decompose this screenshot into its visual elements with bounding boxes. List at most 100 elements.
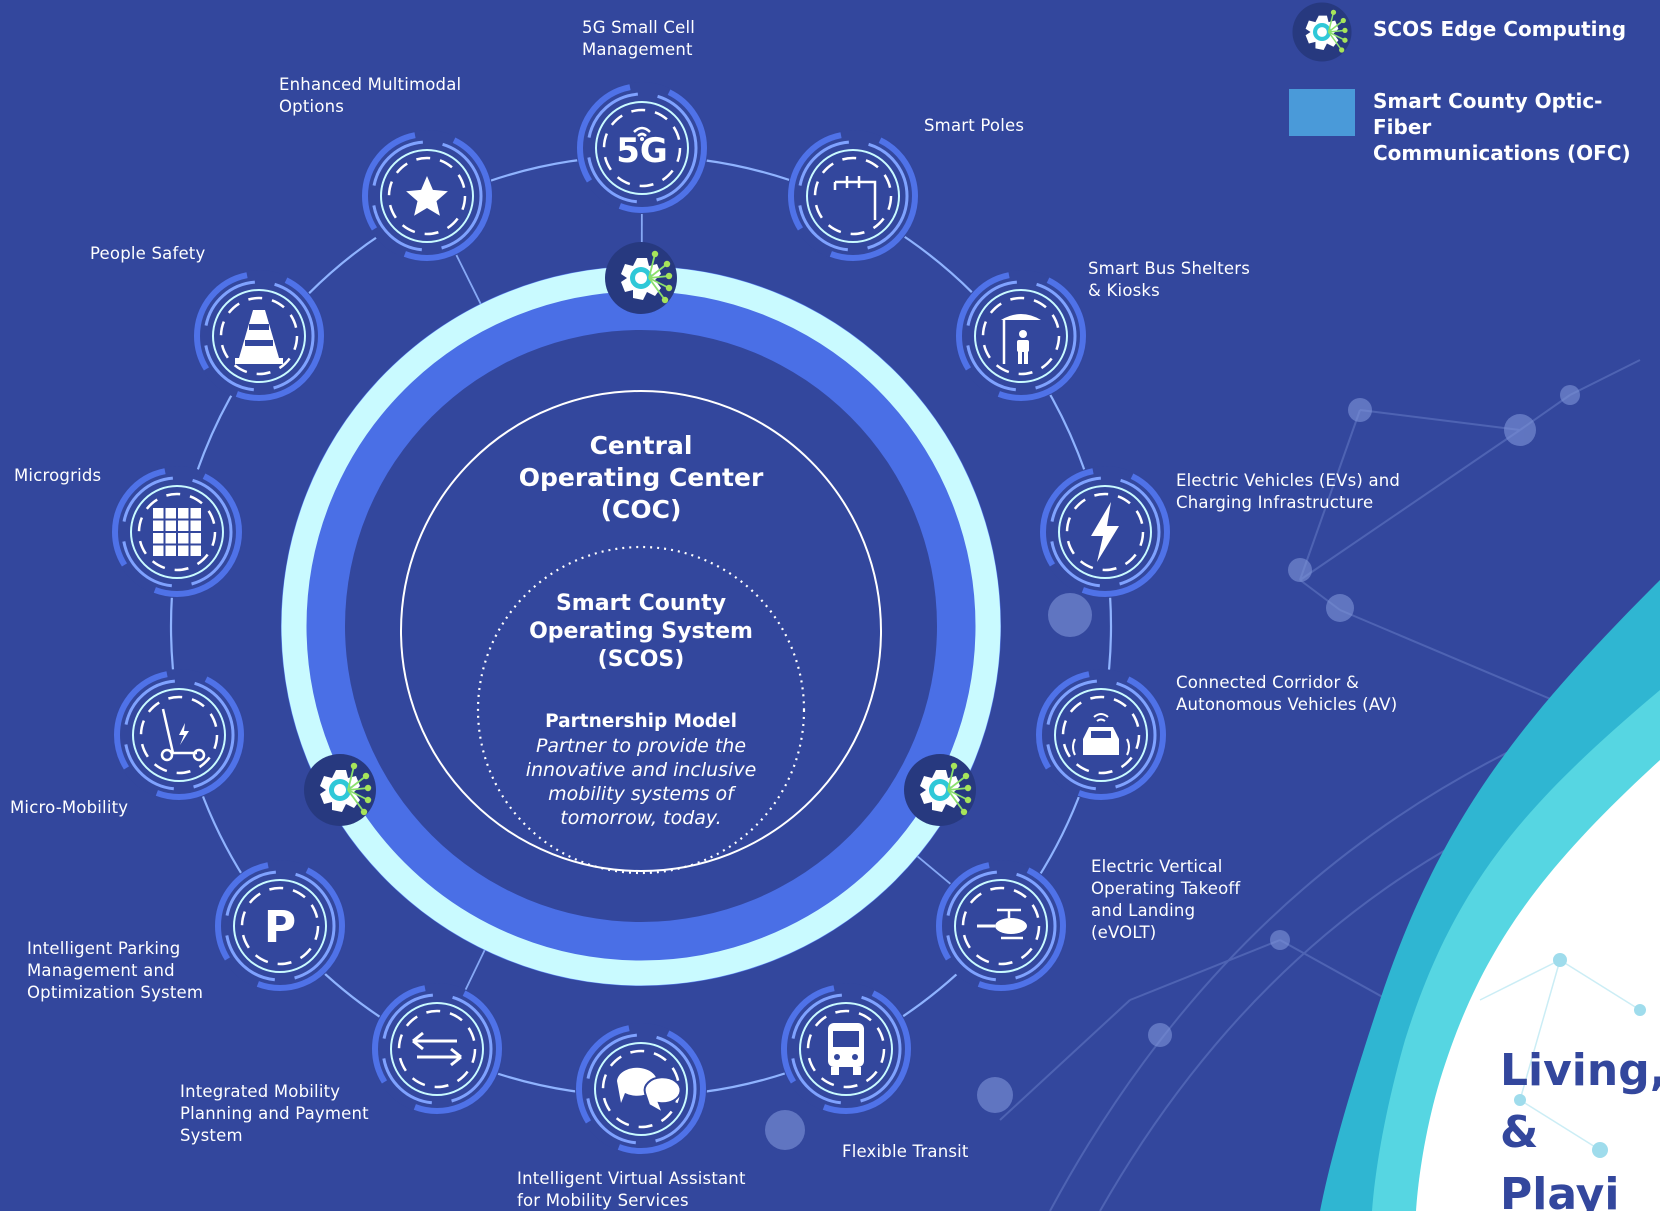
node-mid-arc	[1049, 476, 1161, 588]
scooter-icon	[160, 708, 206, 762]
label-microgrids: Microgrids	[14, 466, 102, 485]
solar-grid-icon	[153, 508, 201, 556]
decorative-wave	[1320, 580, 1660, 1211]
scos-dotted-circle	[476, 545, 806, 875]
node-dash-ring	[397, 1009, 477, 1089]
slogan-text: Living, & Playi	[1500, 1045, 1660, 1211]
node-mid-arc	[224, 870, 336, 982]
svg-text:P: P	[264, 902, 296, 953]
node-ring	[594, 1042, 688, 1136]
node-solar-grid	[111, 466, 243, 598]
node-ring	[1058, 485, 1152, 579]
node-ring	[380, 149, 474, 243]
node-dash-ring	[981, 296, 1061, 376]
node-outer-arc	[362, 131, 492, 261]
node-mid-arc	[965, 280, 1077, 392]
coc-circle	[400, 390, 882, 872]
legend-fiber-label: Smart County Optic-Fiber Communications …	[1373, 89, 1631, 165]
node-scooter	[113, 669, 245, 801]
label-bus-shelters: Smart Bus Shelters & Kiosks	[1088, 259, 1251, 300]
node-lightning-bolt	[1039, 466, 1171, 598]
label-electric-vehicles: Electric Vehicles (EVs) and Charging Inf…	[1176, 471, 1401, 512]
node-mid-arc	[790, 993, 902, 1105]
node-mid-arc	[586, 92, 698, 204]
node-dash-ring	[806, 1009, 886, 1089]
node-bus	[780, 983, 912, 1115]
legend-edge-label: SCOS Edge Computing	[1373, 17, 1627, 41]
center-disc	[345, 330, 937, 922]
smart-pole-icon	[833, 176, 877, 220]
node-outer-arc	[956, 271, 1086, 401]
node-autonomous-car	[1035, 669, 1167, 801]
node-mid-arc	[1045, 679, 1157, 791]
node-ring	[974, 289, 1068, 383]
label-micro-mobility: Micro-Mobility	[10, 798, 129, 817]
node-dash-ring	[602, 108, 682, 188]
bus-shelter-icon	[1001, 314, 1041, 364]
lightning-bolt-icon	[1091, 502, 1119, 562]
node-mid-arc	[585, 1033, 697, 1145]
node-mid-arc	[203, 280, 315, 392]
partnership-text: Partner to provide the innovative and in…	[525, 735, 757, 829]
label-5g-small-cell: 5G Small Cell Management	[582, 18, 696, 59]
scos-title: Smart County Operating System (SCOS)	[529, 591, 753, 672]
node-mid-arc	[381, 993, 493, 1105]
parking-icon: P	[264, 902, 296, 953]
node-bus-shelter	[955, 270, 1087, 402]
node-outer-arc	[936, 861, 1066, 991]
node-5g: 5G	[576, 82, 708, 214]
node-outer-arc	[788, 131, 918, 261]
node-dash-ring	[961, 886, 1041, 966]
edge-computing-badge-right	[904, 754, 976, 826]
node-ring	[130, 485, 224, 579]
node-ring	[806, 149, 900, 243]
node-traffic-cone	[193, 270, 325, 402]
nodes-layer: 5G P	[111, 82, 1171, 1155]
partnership-title: Partnership Model	[545, 711, 737, 732]
node-star	[361, 130, 493, 262]
exchange-arrows-icon	[412, 1031, 462, 1067]
node-ring	[212, 289, 306, 383]
node-ring	[799, 1002, 893, 1096]
node-ring	[233, 879, 327, 973]
label-intelligent-parking: Intelligent Parking Management and Optim…	[27, 939, 204, 1002]
node-mid-arc	[797, 140, 909, 252]
node-outer-arc	[194, 271, 324, 401]
coc-title: Central Operating Center (COC)	[518, 431, 764, 524]
node-dash-ring	[1065, 492, 1145, 572]
bus-icon	[828, 1023, 864, 1075]
node-mid-arc	[121, 476, 233, 588]
label-integrated-mobility: Integrated Mobility Planning and Payment…	[180, 1082, 369, 1145]
node-dash-ring	[1061, 695, 1141, 775]
node-dash-ring	[813, 156, 893, 236]
node-outer-arc	[114, 670, 244, 800]
node-dash-ring	[139, 695, 219, 775]
node-ring	[1054, 688, 1148, 782]
node-dash-ring	[219, 296, 299, 376]
helicopter-icon	[977, 908, 1027, 940]
label-smart-poles: Smart Poles	[924, 116, 1025, 135]
legend-fiber-swatch	[1289, 89, 1355, 136]
edge-computing-badge-left	[304, 754, 376, 826]
node-helicopter	[935, 860, 1067, 992]
label-flexible-transit: Flexible Transit	[842, 1142, 969, 1161]
node-ring	[132, 688, 226, 782]
traffic-cone-icon	[235, 310, 283, 364]
node-dash-ring	[240, 886, 320, 966]
label-connected-corridor: Connected Corridor & Autonomous Vehicles…	[1176, 673, 1398, 714]
node-dash-ring	[137, 492, 217, 572]
node-chat-bubbles	[575, 1023, 707, 1155]
node-mid-arc	[945, 870, 1057, 982]
node-smart-pole	[787, 130, 919, 262]
node-dash-ring	[387, 156, 467, 236]
node-ring	[390, 1002, 484, 1096]
node-mid-arc	[123, 679, 235, 791]
legend-edge-icon	[1292, 2, 1352, 62]
node-outer-arc	[576, 1024, 706, 1154]
node-outer-arc	[577, 83, 707, 213]
label-people-safety: People Safety	[90, 244, 206, 263]
node-ring	[595, 101, 689, 195]
star-icon	[406, 176, 448, 216]
node-outer-arc	[215, 861, 345, 991]
